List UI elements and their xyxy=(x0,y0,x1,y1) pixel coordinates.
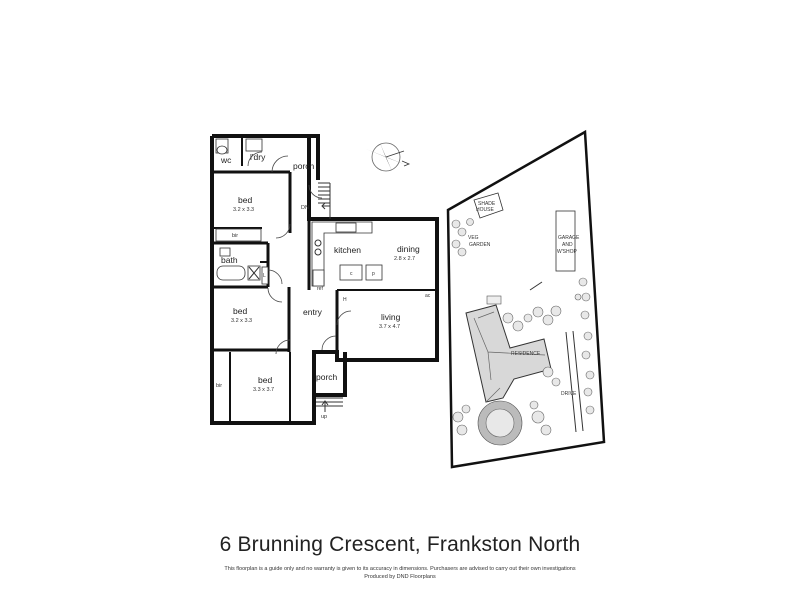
label-bath: bath xyxy=(221,255,238,265)
label-bed2-dim: 3.2 x 3.3 xyxy=(231,318,252,324)
fixtures xyxy=(215,138,383,412)
label-porch-front: porch xyxy=(316,372,338,382)
bathtub-icon xyxy=(216,265,246,281)
laundry-tub-icon xyxy=(245,138,263,152)
porch-front-walls xyxy=(314,352,347,397)
pantry-p xyxy=(365,264,383,281)
label-bed2: bed xyxy=(233,306,247,316)
garage-and-workshop xyxy=(555,210,576,272)
label-ac: ac xyxy=(425,293,431,299)
drive-edge-right xyxy=(572,330,584,432)
door-swings xyxy=(247,151,352,355)
floor-plan: wc l'dry porch bed 3.2 x 3.3 DN bir kitc… xyxy=(210,134,439,425)
vanity-icon xyxy=(219,247,231,257)
label-wc: wc xyxy=(220,155,232,165)
label-shade: SHADE xyxy=(478,201,496,207)
page-title: 6 Brunning Crescent, Frankston North xyxy=(219,533,581,556)
site-trees xyxy=(452,277,595,446)
label-residence: RESIDENCE xyxy=(511,351,541,357)
label-entry: entry xyxy=(303,307,323,317)
label-living-dim: 3.7 x 4.7 xyxy=(379,324,400,330)
site-boundary xyxy=(446,129,606,469)
porch-top-walls xyxy=(271,134,320,180)
label-living: living xyxy=(381,312,401,322)
residence-roof xyxy=(465,295,552,403)
label-bed1: bed xyxy=(238,195,252,205)
label-bir2: bir xyxy=(216,383,222,389)
label-kitchen: kitchen xyxy=(334,245,361,255)
path-line xyxy=(529,281,543,291)
label-bed1-dim: 3.2 x 3.3 xyxy=(233,207,254,213)
label-c: c xyxy=(350,271,353,277)
label-porch-top: porch xyxy=(293,161,315,171)
label-ref: ref xyxy=(317,286,323,292)
label-garden: GARDEN xyxy=(469,242,491,248)
label-bir1: bir xyxy=(232,233,238,239)
label-dining-dim: 2.8 x 2.7 xyxy=(394,256,415,262)
label-garage: GARAGE xyxy=(558,235,580,241)
porch-top-steps xyxy=(318,182,331,219)
label-dining: dining xyxy=(397,244,420,254)
linen-cupboard-icon xyxy=(261,266,269,285)
porch-front-steps xyxy=(316,397,343,412)
label-heater: H xyxy=(343,297,347,303)
fridge-space xyxy=(312,269,325,287)
label-and: AND xyxy=(562,242,573,248)
label-dn: DN xyxy=(301,205,309,211)
drive-edge-left xyxy=(565,331,577,433)
site-plan: SHADE HOUSE VEG GARDEN GARAGE AND W'SHOP… xyxy=(446,129,606,469)
label-house: HOUSE xyxy=(476,207,494,213)
label-veg: VEG xyxy=(468,235,479,241)
label-ldry: l'dry xyxy=(250,152,266,162)
shade-house xyxy=(473,192,504,219)
label-up: up xyxy=(321,414,327,420)
label-p: p xyxy=(372,271,375,277)
veg-garden-plants xyxy=(451,218,474,257)
label-drive: DRIVE xyxy=(561,391,577,397)
disclaimer: This floorplan is a guide only and no wa… xyxy=(224,566,576,572)
label-bed3-dim: 3.3 x 3.7 xyxy=(253,387,274,393)
north-arrow-icon xyxy=(366,142,411,172)
label-wshop: W'SHOP xyxy=(557,249,578,255)
robe-bed1 xyxy=(215,228,262,242)
credit: Produced by DND Floorplans xyxy=(364,574,436,580)
label-linen: L xyxy=(263,273,266,279)
label-bed3: bed xyxy=(258,375,272,385)
cupboard-c xyxy=(339,264,363,281)
sink-icon xyxy=(335,222,357,233)
